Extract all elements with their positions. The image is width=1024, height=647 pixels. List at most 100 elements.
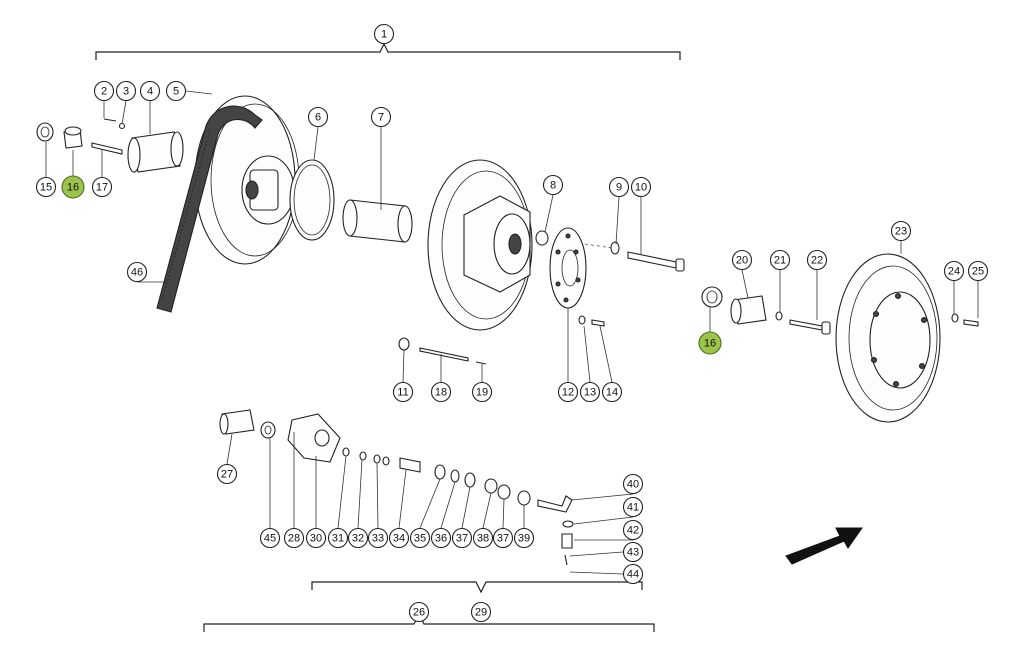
callout-43: 43 xyxy=(622,541,644,563)
callout-circle xyxy=(542,174,564,196)
leader-c37a xyxy=(461,486,471,529)
callout-number: 37 xyxy=(497,533,509,545)
callout-circle xyxy=(283,527,305,549)
callout-24: 24 xyxy=(943,260,965,282)
callout-number: 46 xyxy=(131,267,143,279)
leader-c36 xyxy=(440,481,456,529)
callout-number: 32 xyxy=(352,533,364,545)
callout-number: 6 xyxy=(315,112,321,124)
group-bracket-26 xyxy=(203,612,655,632)
callout-6: 6 xyxy=(307,106,329,128)
callout-number: 8 xyxy=(550,180,556,192)
callout-number: 11 xyxy=(397,387,408,399)
leader-c8 xyxy=(544,194,554,233)
callout-number: 36 xyxy=(435,533,447,545)
leader-lines xyxy=(45,90,979,575)
callout-22: 22 xyxy=(806,249,828,271)
variator-pulley xyxy=(427,159,533,331)
leader-c34 xyxy=(398,469,407,529)
leader-c38 xyxy=(482,492,492,529)
leader-c5 xyxy=(185,90,213,95)
callout-1: 1 xyxy=(373,23,395,45)
callout-circle xyxy=(327,527,349,549)
callout-number: 13 xyxy=(584,387,596,399)
leader-c35 xyxy=(419,478,441,529)
leader-c37b xyxy=(502,498,505,529)
callout-29: 29 xyxy=(470,601,492,623)
leader-c33 xyxy=(376,462,379,529)
washer-and-long-bolt xyxy=(584,241,685,272)
callout-number: 9 xyxy=(616,182,622,194)
callout-45: 45 xyxy=(259,527,281,549)
callout-number: 16 xyxy=(67,182,79,194)
callout-number: 5 xyxy=(173,86,179,98)
callout-number: 14 xyxy=(606,387,618,399)
callout-10: 10 xyxy=(630,176,652,198)
callout-2: 2 xyxy=(93,80,115,102)
callout-circle xyxy=(347,527,369,549)
callout-3: 3 xyxy=(115,80,137,102)
callout-number: 24 xyxy=(948,266,960,278)
callout-circle xyxy=(608,176,630,198)
callout-number: 18 xyxy=(435,387,447,399)
callout-20: 20 xyxy=(731,249,753,271)
group-bracket-1 xyxy=(95,42,681,60)
callout-number: 43 xyxy=(627,547,639,559)
callout-46: 46 xyxy=(126,261,148,283)
callout-circle xyxy=(731,249,753,271)
small-screw xyxy=(578,315,605,327)
callout-19: 19 xyxy=(471,381,493,403)
callout-number: 31 xyxy=(332,533,344,545)
callout-25: 25 xyxy=(967,260,989,282)
callout-circle xyxy=(430,527,452,549)
callout-number: 35 xyxy=(414,533,426,545)
callout-number: 7 xyxy=(378,112,384,124)
callout-number: 25 xyxy=(972,266,984,278)
leader-c20 xyxy=(741,269,749,299)
callout-number: 1 xyxy=(381,29,387,41)
leader-c41 xyxy=(573,516,634,525)
callout-number: 21 xyxy=(774,255,786,267)
leader-c6 xyxy=(313,126,319,161)
callout-number: 27 xyxy=(221,469,233,481)
callout-circle xyxy=(806,249,828,271)
callout-circle xyxy=(392,381,414,403)
callout-number: 45 xyxy=(264,533,276,545)
callout-circle xyxy=(409,527,431,549)
callout-32: 32 xyxy=(347,527,369,549)
callout-circle xyxy=(305,527,327,549)
flange-plate xyxy=(549,227,587,309)
callout-15: 15 xyxy=(35,176,57,198)
callout-number: 15 xyxy=(40,182,52,194)
callout-number: 16 xyxy=(704,338,716,350)
callout-35: 35 xyxy=(409,527,431,549)
callout-circle xyxy=(91,176,113,198)
lower-hub-assembly xyxy=(219,409,574,566)
callout-16: 16 xyxy=(61,175,85,199)
callout-circle xyxy=(470,601,492,623)
callout-circle xyxy=(601,381,623,403)
group-bracket-29 xyxy=(311,581,643,594)
callout-13: 13 xyxy=(579,381,601,403)
direction-arrow-icon xyxy=(785,527,863,565)
callout-circle xyxy=(408,601,430,623)
callout-number: 17 xyxy=(96,182,108,194)
callout-circle xyxy=(943,260,965,282)
callout-7: 7 xyxy=(370,106,392,128)
callout-number: 4 xyxy=(147,86,153,98)
leader-c13 xyxy=(583,325,591,383)
callout-40: 40 xyxy=(622,473,644,495)
callout-9: 9 xyxy=(608,176,630,198)
callout-circle xyxy=(472,527,494,549)
callout-circle xyxy=(115,80,137,102)
callout-4: 4 xyxy=(139,80,161,102)
callout-circle xyxy=(61,175,85,199)
callout-42: 42 xyxy=(622,519,644,541)
callout-12: 12 xyxy=(557,381,579,403)
right-pulley-parts xyxy=(701,253,979,423)
callout-28: 28 xyxy=(283,527,305,549)
leader-c43 xyxy=(569,551,624,557)
leader-c27 xyxy=(226,433,233,465)
callout-23: 23 xyxy=(890,220,912,242)
callout-number: 29 xyxy=(475,607,487,619)
